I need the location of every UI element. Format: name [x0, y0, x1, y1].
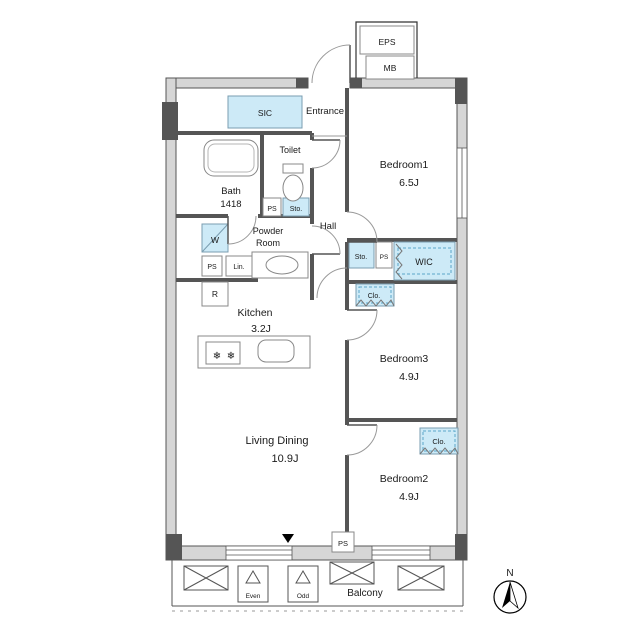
toilet-tank-icon: [282, 163, 304, 174]
bedroom2-balcony-door: [371, 545, 431, 561]
balcony-equipment-boxes: [183, 561, 445, 591]
bedroom1-size-label: 6.5J: [399, 177, 419, 189]
door-swings: [227, 44, 378, 456]
bedroom2-size-label: 4.9J: [399, 491, 419, 503]
powder-room-label-1: Powder: [253, 226, 284, 236]
ps-toilet-label: PS: [267, 206, 277, 213]
compass-needle-light: [509, 581, 519, 610]
hall-label: Hall: [320, 221, 336, 232]
living-dining-label: Living Dining: [246, 435, 309, 447]
balcony-area: [171, 560, 464, 612]
toilet-bowl-icon: [282, 174, 304, 202]
lin-label: Lin.: [233, 264, 244, 271]
north-compass: [493, 580, 527, 614]
windows: [225, 147, 468, 561]
fixtures: [197, 139, 311, 369]
door-arcs: [227, 44, 378, 456]
even-label: Even: [246, 593, 261, 600]
mb-label: MB: [384, 63, 397, 73]
sic-label: SIC: [258, 108, 272, 118]
sic-box: [227, 95, 303, 129]
fridge-box: [201, 281, 229, 307]
labels: EPS MB SIC Entrance Toilet Bedroom1 6.5J…: [207, 37, 513, 600]
burner-icon: ❄: [213, 351, 221, 362]
eps-mb-block: [355, 21, 418, 80]
kitchen-label: Kitchen: [237, 307, 272, 319]
structural-columns: [162, 78, 467, 560]
interior-walls: [176, 88, 457, 546]
bedroom1-label: Bedroom1: [380, 159, 429, 171]
bifold-door-symbols: [355, 243, 459, 455]
bedroom2-label: Bedroom2: [380, 473, 429, 485]
toilet-label: Toilet: [279, 145, 301, 155]
sto-wic-box: [348, 241, 375, 269]
ps-toilet-box: [262, 197, 282, 217]
wic-label: WIC: [415, 257, 433, 267]
fridge-label: R: [212, 289, 218, 299]
entrance-label: Entrance: [306, 106, 344, 117]
ps-powder-label: PS: [207, 264, 217, 271]
ps-wic-label: PS: [380, 254, 389, 261]
stove-icon: [205, 341, 241, 365]
odd-triangle-icon: [295, 570, 311, 584]
bedroom3-size-label: 4.9J: [399, 371, 419, 383]
section-marker-icon: [282, 534, 294, 543]
compass-needle-dark: [502, 582, 510, 608]
bath-label: Bath: [221, 186, 241, 197]
even-triangle-icon: [245, 570, 261, 584]
north-label: N: [506, 568, 513, 579]
clo-bedroom3-box: [355, 283, 395, 307]
ps-bottom-label: PS: [338, 539, 348, 548]
kitchen-size-label: 3.2J: [251, 323, 271, 335]
washer-label: W: [211, 235, 219, 245]
mb-box: [365, 55, 415, 80]
eps-label: EPS: [378, 37, 395, 47]
living-balcony-door: [225, 545, 293, 561]
clo-bedroom3-label: Clo.: [368, 293, 381, 300]
living-dining-size-label: 10.9J: [272, 453, 299, 465]
sto-toilet-label: Sto.: [290, 206, 303, 213]
white-service-boxes: [201, 197, 393, 553]
ps-bottom-box: [331, 531, 355, 553]
odd-label: Odd: [297, 593, 310, 600]
powder-room-label-2: Room: [256, 238, 280, 248]
door-leaves: [227, 45, 377, 426]
burner-icon: ❄: [227, 351, 235, 362]
bedroom3-label: Bedroom3: [380, 353, 429, 365]
ps-powder-box: [201, 255, 223, 277]
bath-size-label: 1418: [220, 199, 241, 210]
balcony-label: Balcony: [347, 588, 383, 599]
kitchen-sink-icon: [257, 339, 295, 363]
eps-box: [359, 25, 415, 55]
ps-wic-box: [375, 241, 393, 269]
sto-wic-label: Sto.: [355, 254, 368, 261]
clo-bedroom2-label: Clo.: [432, 437, 445, 446]
partition-panels: [237, 565, 319, 603]
vanity-sink-icon: [265, 255, 299, 275]
